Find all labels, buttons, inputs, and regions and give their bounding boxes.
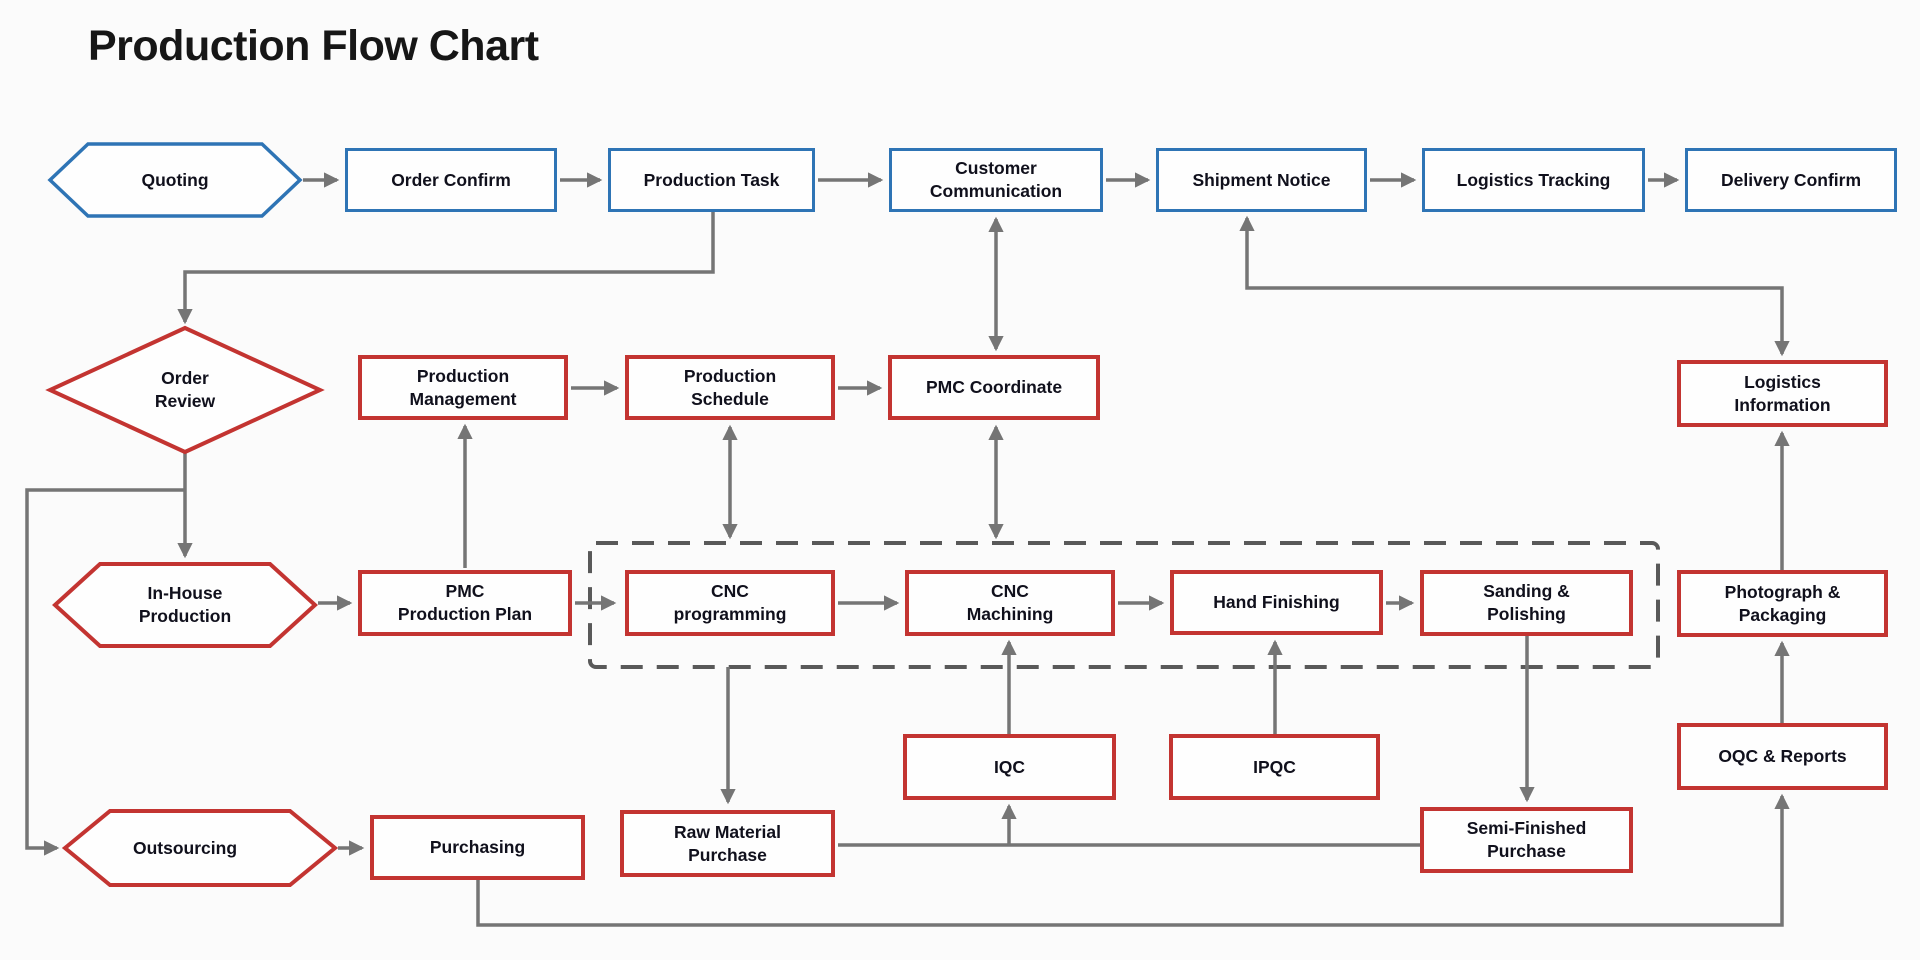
connector-shipment-notice-logistics-information	[1239, 215, 1790, 357]
node-production-schedule: Production Schedule	[625, 355, 835, 420]
node-outsourcing: Outsourcing	[132, 837, 238, 858]
node-ipqc: IPQC	[1169, 734, 1380, 800]
connector-order-review-outsourcing	[25, 488, 185, 856]
node-quoting: Quoting	[141, 169, 209, 190]
node-in-house-production: In-House Production	[138, 583, 232, 626]
node-pmc-production-plan: PMC Production Plan	[358, 570, 572, 636]
node-logistics-information: Logistics Information	[1677, 360, 1888, 427]
node-cnc-programming: CNC programming	[625, 570, 835, 636]
node-order-review: Order Review	[154, 368, 216, 411]
node-pmc-coordinate: PMC Coordinate	[888, 355, 1100, 420]
node-hand-finishing: Hand Finishing	[1170, 570, 1383, 635]
node-iqc: IQC	[903, 734, 1116, 800]
order-review-diamond-shape	[45, 325, 325, 455]
node-production-management: Production Management	[358, 355, 568, 420]
node-customer-communication: Customer Communication	[889, 148, 1103, 212]
node-delivery-confirm: Delivery Confirm	[1685, 148, 1897, 212]
node-purchasing: Purchasing	[370, 815, 585, 880]
quoting-hexagon-shape	[47, 142, 303, 218]
connector-production-task-order-review	[177, 212, 715, 325]
connector-purchasing-oqc-reports	[476, 793, 1790, 927]
outsourcing-hexagon-shape	[61, 809, 339, 887]
node-production-task: Production Task	[608, 148, 815, 212]
node-sanding-polishing: Sanding & Polishing	[1420, 570, 1633, 636]
node-semi-finished-purchase: Semi-Finished Purchase	[1420, 807, 1633, 873]
node-photograph-packaging: Photograph & Packaging	[1677, 570, 1888, 637]
node-cnc-machining: CNC Machining	[905, 570, 1115, 636]
cnc-process-dashed-box	[588, 541, 1660, 669]
node-oqc-reports: OQC & Reports	[1677, 723, 1888, 790]
page-title: Production Flow Chart	[88, 22, 539, 70]
node-shipment-notice: Shipment Notice	[1156, 148, 1367, 212]
node-raw-material-purchase: Raw Material Purchase	[620, 810, 835, 877]
node-order-confirm: Order Confirm	[345, 148, 557, 212]
in-house-hexagon-shape	[52, 562, 318, 648]
node-logistics-tracking: Logistics Tracking	[1422, 148, 1645, 212]
